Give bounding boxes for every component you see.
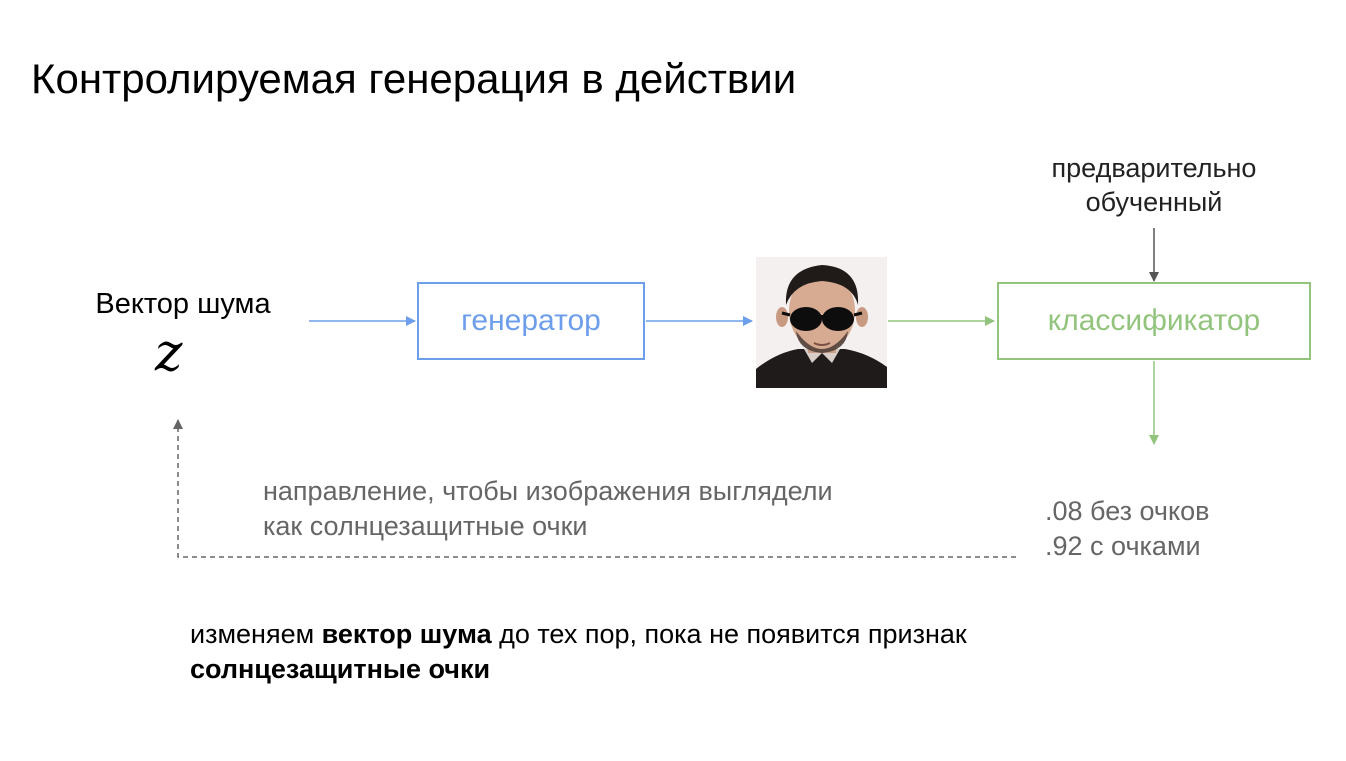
classifier-probabilities: .08 без очков .92 с очками xyxy=(1045,494,1209,564)
caption-noise-vector-bold: вектор шума xyxy=(321,619,492,649)
caption-part-1: изменяем xyxy=(190,619,322,649)
prob-no-glasses: .08 без очков xyxy=(1045,496,1210,526)
noise-vector-symbol: z xyxy=(155,323,183,383)
bottom-caption-line-2: солнцезащитные очки xyxy=(190,652,967,687)
bottom-caption: изменяем вектор шума до тех пор, пока не… xyxy=(190,617,967,687)
caption-part-3: до тех пор, пока не появится признак xyxy=(491,619,967,649)
caption-sunglasses-bold: солнцезащитные очки xyxy=(190,654,491,684)
pretrained-label: предварительно обученный xyxy=(1010,151,1298,219)
dashed-feedback-arrow xyxy=(173,419,1016,558)
bottom-caption-line-1: изменяем вектор шума до тех пор, пока не… xyxy=(190,617,967,652)
direction-text: направление, чтобы изображения выглядели… xyxy=(263,474,833,544)
generated-face-image xyxy=(756,257,887,388)
classifier-label: классификатор xyxy=(1047,304,1261,337)
noise-vector-label: Вектор шума xyxy=(95,288,271,320)
slide-title: Контролируемая генерация в действии xyxy=(31,55,797,102)
generator-label: генератор xyxy=(461,304,601,337)
direction-line-2: как солнцезащитные очки xyxy=(263,511,588,541)
generator-box: генератор xyxy=(417,282,645,360)
direction-line-1: направление, чтобы изображения выглядели xyxy=(263,476,833,506)
classifier-box: классификатор xyxy=(997,282,1311,360)
pretrained-line-2: обученный xyxy=(1085,187,1223,217)
pretrained-line-1: предварительно xyxy=(1051,153,1257,183)
prob-with-glasses: .92 с очками xyxy=(1045,531,1201,561)
